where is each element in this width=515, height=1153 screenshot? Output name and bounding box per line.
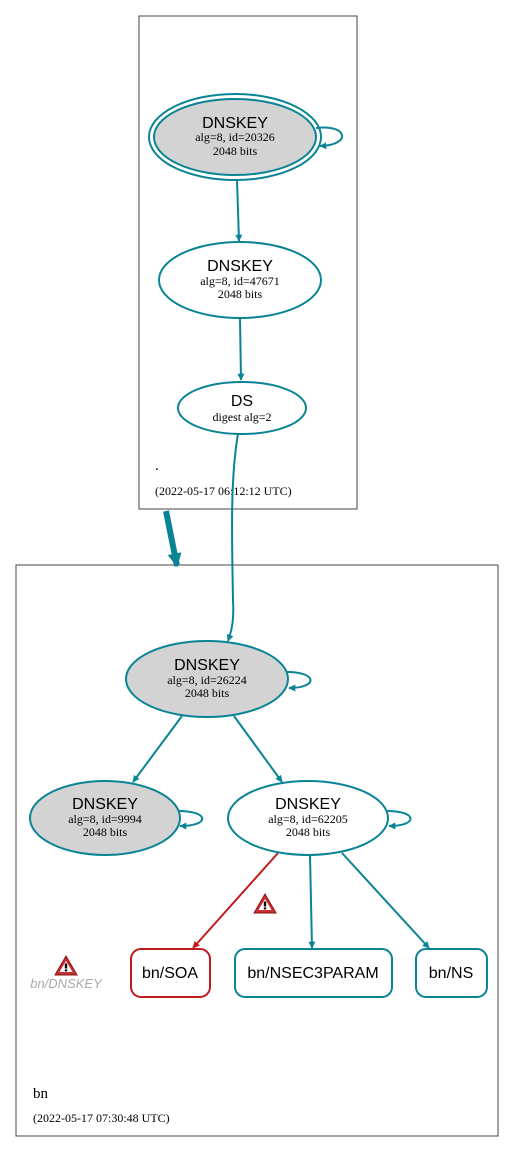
edge-zsk-to-soa: [192, 852, 279, 949]
node-root-zsk-params: alg=8, id=47671: [200, 274, 280, 288]
edge-zsk-self-bn: [386, 810, 412, 830]
node-ds-type: DS: [231, 393, 253, 410]
edge-ksk-self-bn: [286, 671, 312, 692]
edge-ksk-to-9994: [132, 715, 183, 783]
node-bn-key-9994[interactable]: DNSKEY alg=8, id=9994 2048 bits: [29, 780, 181, 856]
node-root-ksk-type: DNSKEY: [202, 115, 268, 132]
node-ds-params: digest alg=2: [212, 410, 271, 424]
zone-box-bn: [15, 564, 499, 1137]
node-root-ksk-bits: 2048 bits: [213, 144, 258, 158]
zone-box-root: [138, 15, 358, 510]
node-bn-key-9994-type: DNSKEY: [72, 796, 138, 813]
node-bn-key-9994-bits: 2048 bits: [83, 825, 128, 839]
edge-ksk-self-root: [315, 126, 343, 150]
node-bn-ksk[interactable]: DNSKEY alg=8, id=26224 2048 bits: [125, 640, 289, 718]
node-root-ksk-params: alg=8, id=20326: [195, 130, 275, 144]
edge-zsk-to-nsec3param: [308, 854, 316, 949]
node-bn-zsk[interactable]: DNSKEY alg=8, id=62205 2048 bits: [227, 780, 389, 856]
rrset-nsec3param-label: bn/NSEC3PARAM: [247, 965, 378, 982]
node-bn-key-9994-params: alg=8, id=9994: [68, 812, 142, 826]
node-bn-ksk-type: DNSKEY: [174, 657, 240, 674]
rrset-soa[interactable]: bn/SOA: [130, 948, 211, 998]
rrset-nsec3param[interactable]: bn/NSEC3PARAM: [234, 948, 393, 998]
edge-zsk-to-ns: [341, 852, 430, 949]
node-ds[interactable]: DS digest alg=2: [177, 381, 307, 435]
node-bn-zsk-type: DNSKEY: [275, 796, 341, 813]
node-bn-ksk-params: alg=8, id=26224: [167, 673, 247, 687]
edge-ksk-to-zsk-root: [235, 179, 243, 242]
edge-9994-self: [177, 810, 204, 830]
edge-ds-to-bn-ksk: [226, 433, 239, 642]
rrset-ns-label: bn/NS: [429, 965, 473, 982]
node-root-zsk[interactable]: DNSKEY alg=8, id=47671 2048 bits: [158, 241, 322, 319]
rrset-soa-label: bn/SOA: [142, 965, 198, 982]
zone-name-bn: bn: [33, 1086, 49, 1102]
edge-zsk-to-ds-root: [237, 317, 245, 381]
node-bn-ksk-bits: 2048 bits: [185, 686, 230, 700]
node-bn-zsk-bits: 2048 bits: [286, 825, 331, 839]
zone-timestamp-bn: (2022-05-17 07:30:48 UTC): [33, 1111, 170, 1125]
node-root-zsk-type: DNSKEY: [207, 258, 273, 275]
rrset-dnskey-missing-label: bn/DNSKEY: [30, 976, 103, 991]
node-bn-zsk-params: alg=8, id=62205: [268, 812, 348, 826]
zone-timestamp-root: (2022-05-17 06:12:12 UTC): [155, 484, 292, 498]
node-root-zsk-bits: 2048 bits: [218, 287, 263, 301]
warning-triangle-icon[interactable]: [253, 893, 277, 914]
warning-triangle-icon[interactable]: [54, 955, 78, 976]
rrset-ns[interactable]: bn/NS: [415, 948, 488, 998]
zone-name-root: .: [155, 458, 159, 474]
edge-ksk-to-zsk-bn: [233, 715, 283, 783]
edge-delegation: [163, 510, 182, 568]
node-root-ksk[interactable]: DNSKEY alg=8, id=20326 2048 bits: [148, 93, 322, 181]
